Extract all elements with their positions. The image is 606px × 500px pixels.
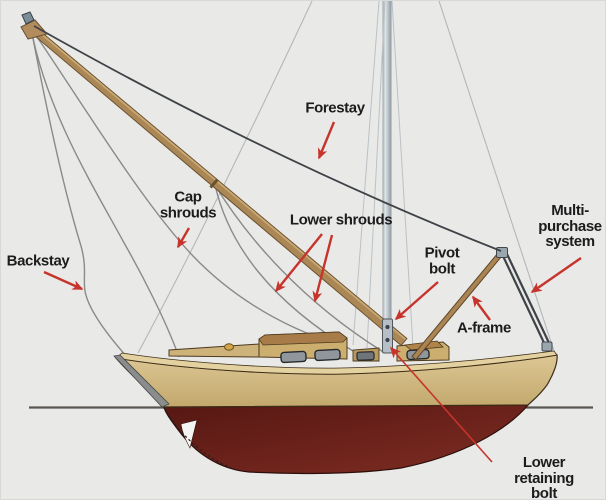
underbody-shape xyxy=(163,404,530,475)
a-frame-leg xyxy=(411,249,505,361)
cap-shrouds-arrow xyxy=(176,227,191,249)
lower-shroud-line-1 xyxy=(214,184,354,352)
ghost-backstay-line xyxy=(137,1,313,354)
hull-topsides xyxy=(113,350,558,408)
rudder-joint-line xyxy=(163,407,237,471)
cabin-window-2 xyxy=(314,348,341,362)
cockpit-window xyxy=(356,351,375,361)
a-frame-rig xyxy=(411,247,553,361)
propeller-aperture xyxy=(180,419,198,449)
tabernacle-plate xyxy=(382,318,393,354)
ghost-forestay-line xyxy=(438,1,555,352)
ghost-shroud-b xyxy=(366,1,386,349)
lower-retaining-bolt-arrow xyxy=(390,346,493,463)
pivot-bolt-head xyxy=(385,324,390,330)
cabin-window-1 xyxy=(280,350,307,364)
backstay-arrow xyxy=(43,270,84,291)
multi-purchase-arrow xyxy=(530,257,582,293)
deck-vent xyxy=(224,343,234,351)
hull-underbody xyxy=(163,404,530,475)
cap-shroud-line xyxy=(30,27,340,346)
masthead-fitting xyxy=(21,11,35,25)
a-frame-arrow xyxy=(472,295,491,321)
slack-rigging xyxy=(30,27,386,358)
backstay-line xyxy=(30,27,128,358)
mast-highlight xyxy=(32,26,407,340)
slack-halyard-line xyxy=(30,27,180,358)
aft-coaming xyxy=(168,343,260,358)
ghost-shroud-c xyxy=(391,1,414,348)
multi-purchase-line-1 xyxy=(502,255,547,348)
deck-band xyxy=(115,350,558,375)
spreader-band xyxy=(209,178,219,189)
stern-band xyxy=(113,354,170,408)
ghost-raised-mast xyxy=(382,1,392,352)
lower-shrouds-arrow-2 xyxy=(312,234,334,303)
lower-shrouds-arrow-1 xyxy=(275,233,323,293)
forestay-arrow xyxy=(317,121,336,160)
stem-block xyxy=(541,341,553,352)
mast-spar xyxy=(27,24,408,347)
pivot-bolt-arrow xyxy=(394,281,439,320)
lowered-mast xyxy=(20,11,408,347)
ghost-raised-rig xyxy=(137,1,555,354)
callout-arrows xyxy=(43,121,582,463)
tabernacle xyxy=(382,318,393,354)
multi-purchase-line-2 xyxy=(506,253,551,346)
main-cabin-roof xyxy=(258,331,348,346)
retaining-bolt-head xyxy=(385,337,390,343)
deck-structures xyxy=(168,331,450,364)
forestay-line xyxy=(33,25,502,252)
ghost-shroud-a xyxy=(352,1,380,346)
lower-shroud-line-2 xyxy=(214,184,386,354)
